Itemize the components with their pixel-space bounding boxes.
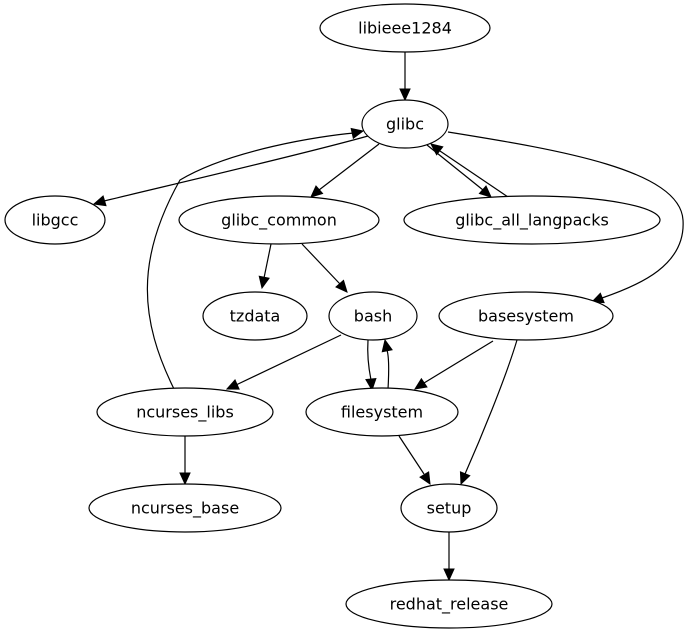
edge-bash-to-ncurses-libs bbox=[225, 334, 342, 390]
node-glibc-all-langpacks[interactable]: glibc_all_langpacks bbox=[403, 195, 661, 245]
node-label: redhat_release bbox=[390, 595, 509, 615]
edge-line bbox=[367, 339, 372, 381]
edge-line bbox=[386, 349, 390, 390]
node-label: glibc bbox=[386, 115, 424, 134]
node-shape bbox=[305, 387, 459, 437]
edge-line bbox=[103, 135, 369, 202]
arrowhead-icon bbox=[478, 185, 492, 198]
node-ncurses-base[interactable]: ncurses_base bbox=[88, 483, 282, 533]
edge-line bbox=[447, 131, 684, 299]
edge-line bbox=[398, 435, 425, 475]
edge-glibc-to-glibc-common bbox=[310, 143, 380, 198]
node-label: bash bbox=[354, 307, 392, 326]
node-label: glibc_all_langpacks bbox=[455, 211, 609, 231]
node-setup[interactable]: setup bbox=[400, 483, 498, 533]
edge-bash-to-filesystem bbox=[365, 339, 377, 392]
edge-line bbox=[146, 132, 355, 390]
edge-filesystem-to-bash bbox=[381, 338, 393, 390]
node-shape bbox=[345, 579, 553, 629]
node-label: libieee1284 bbox=[358, 19, 452, 38]
arrowhead-icon bbox=[430, 143, 444, 156]
edge-basesystem-to-filesystem bbox=[413, 340, 494, 390]
node-label: glibc_common bbox=[221, 211, 337, 231]
arrowhead-icon bbox=[92, 195, 107, 207]
arrowhead-icon bbox=[335, 279, 348, 293]
arrowhead-icon bbox=[258, 275, 270, 290]
node-label: ncurses_libs bbox=[136, 403, 234, 423]
edge-line bbox=[301, 243, 341, 285]
edge-setup-to-redhat-release bbox=[443, 532, 455, 582]
nodes-layer: libieee1284 glibc libgcc glibc_common glibc_… bbox=[4, 3, 661, 629]
edge-line bbox=[318, 143, 380, 191]
node-label: basesystem bbox=[478, 307, 574, 326]
node-basesystem[interactable]: basesystem bbox=[438, 291, 614, 341]
node-glibc[interactable]: glibc bbox=[361, 99, 449, 149]
node-label: filesystem bbox=[341, 403, 423, 422]
node-shape bbox=[96, 387, 274, 437]
edge-filesystem-to-setup bbox=[398, 435, 431, 486]
node-libgcc[interactable]: libgcc bbox=[4, 195, 106, 245]
arrowhead-icon bbox=[350, 127, 365, 140]
edge-line bbox=[235, 334, 342, 386]
node-redhat-release[interactable]: redhat_release bbox=[345, 579, 553, 629]
node-shape bbox=[361, 99, 449, 149]
arrowhead-icon bbox=[419, 471, 431, 486]
node-shape bbox=[178, 195, 380, 245]
node-label: setup bbox=[427, 499, 472, 518]
edge-glibc-common-to-bash bbox=[301, 243, 348, 293]
arrowhead-icon bbox=[225, 379, 240, 390]
node-label: libgcc bbox=[32, 211, 79, 230]
arrowhead-icon bbox=[399, 88, 411, 102]
edge-ncurses-libs-to-glibc bbox=[146, 127, 365, 390]
edge-line bbox=[464, 339, 518, 475]
node-shape bbox=[319, 3, 491, 53]
node-tzdata[interactable]: tzdata bbox=[202, 291, 308, 341]
arrowhead-icon bbox=[459, 471, 471, 486]
edge-glibc-to-libgcc bbox=[92, 135, 369, 207]
edge-line bbox=[423, 340, 494, 384]
node-label: tzdata bbox=[230, 307, 281, 326]
node-shape bbox=[202, 291, 308, 341]
arrowhead-icon bbox=[365, 377, 377, 392]
node-shape bbox=[403, 195, 661, 245]
edge-glibc-to-basesystem bbox=[447, 131, 684, 304]
node-label: ncurses_base bbox=[131, 499, 239, 519]
node-ncurses-libs[interactable]: ncurses_libs bbox=[96, 387, 274, 437]
edges-layer bbox=[92, 52, 684, 582]
edge-glibc-all-langpacks-to-glibc bbox=[430, 143, 509, 198]
node-glibc-common[interactable]: glibc_common bbox=[178, 195, 380, 245]
edge-libieee1284-to-glibc bbox=[399, 52, 411, 102]
node-shape bbox=[4, 195, 106, 245]
node-shape bbox=[88, 483, 282, 533]
arrowhead-icon bbox=[310, 185, 324, 198]
arrowhead-icon bbox=[381, 338, 393, 353]
arrowhead-icon bbox=[179, 472, 191, 486]
node-shape bbox=[328, 291, 418, 341]
node-filesystem[interactable]: filesystem bbox=[305, 387, 459, 437]
node-shape bbox=[438, 291, 614, 341]
arrowhead-icon bbox=[413, 377, 428, 390]
edge-basesystem-to-setup bbox=[459, 339, 518, 486]
node-shape bbox=[400, 483, 498, 533]
edge-line bbox=[439, 150, 509, 198]
arrowhead-icon bbox=[443, 568, 455, 582]
edge-glibc-common-to-tzdata bbox=[258, 243, 272, 290]
node-libieee1284[interactable]: libieee1284 bbox=[319, 3, 491, 53]
node-bash[interactable]: bash bbox=[328, 291, 418, 341]
edge-ncurses-libs-to-ncurses-base bbox=[179, 436, 191, 486]
edge-line bbox=[263, 243, 272, 279]
